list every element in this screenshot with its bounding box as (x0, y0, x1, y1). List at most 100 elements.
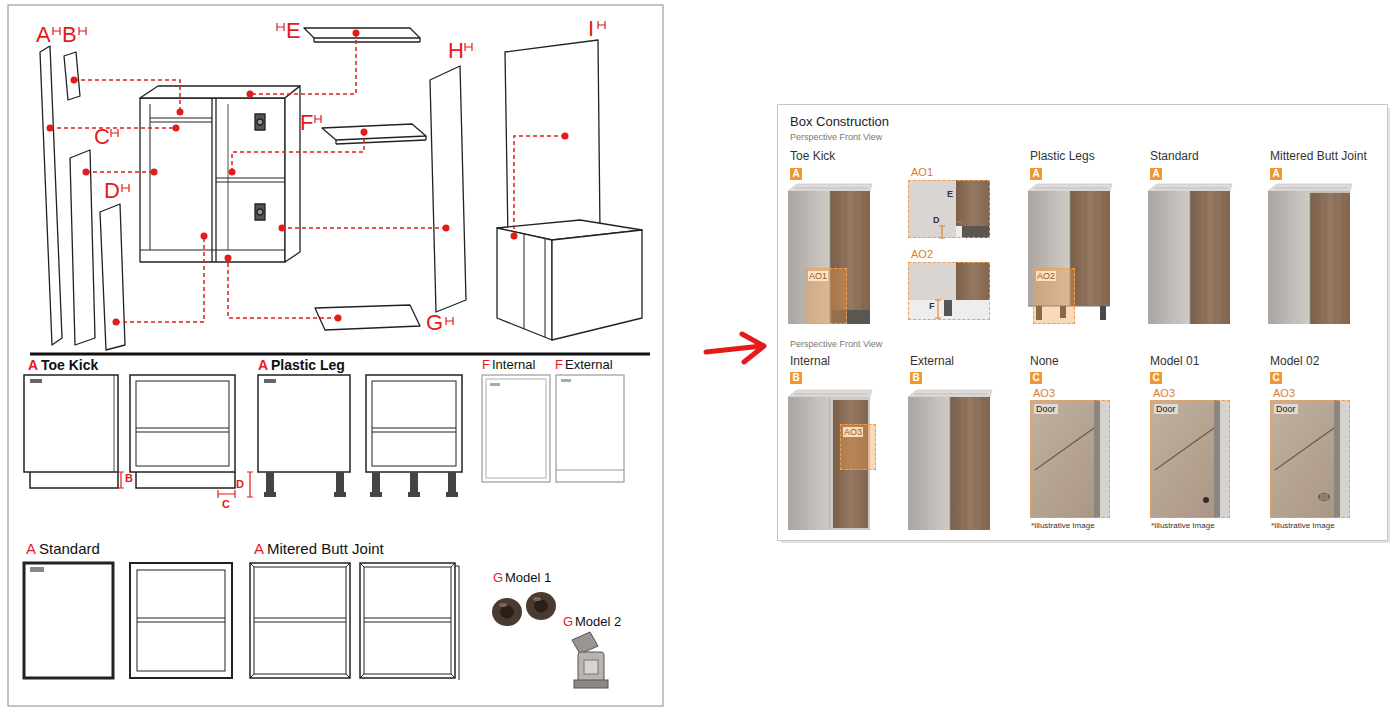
leader-dot (151, 169, 158, 176)
cabinet-exploded (150, 118, 212, 119)
part-letter: I (588, 16, 594, 41)
highlight-callout: AO3 (840, 424, 876, 470)
cabinet-exploded (216, 182, 285, 183)
door-detail (1318, 493, 1330, 501)
exploded-parts (524, 234, 525, 329)
option-heading: Mittered Butt Joint (1270, 150, 1367, 164)
door-fit-drawing (486, 379, 546, 478)
transition-arrow (706, 346, 762, 352)
exploded-parts (505, 40, 600, 240)
joint-drawing (455, 566, 459, 567)
plastic-leg-drawing (366, 375, 462, 472)
exploded-parts (314, 41, 420, 42)
part-letter: C (94, 124, 110, 149)
callout-code: AO3 (1273, 387, 1295, 400)
badge-letter: B (792, 372, 799, 384)
joint-drawing (254, 618, 346, 619)
highlight-callout: AO1 (805, 268, 847, 324)
joint-drawing (130, 563, 232, 678)
dimension-line (247, 472, 253, 497)
option-heading: Model 01 (1150, 355, 1199, 369)
joint-drawing (364, 622, 451, 623)
zoom-callout: AO2F (908, 262, 990, 320)
zoom-detail (908, 262, 990, 320)
plastic-leg (336, 472, 344, 492)
leader-line (514, 136, 565, 236)
badge-letter: C (1152, 372, 1159, 384)
thickness-tick (465, 43, 472, 51)
cabinet-exploded (257, 119, 263, 125)
exploded-parts (40, 28, 642, 350)
joint-drawing (250, 563, 350, 678)
toe-kick-drawing (24, 375, 118, 472)
zoom-detail (908, 180, 956, 238)
option-heading: Standard (1150, 150, 1199, 164)
exploded-parts (100, 204, 125, 350)
plastic-leg (264, 472, 458, 497)
leader-dot (361, 129, 368, 136)
leader-dot (225, 255, 232, 262)
thickness-tick (277, 23, 284, 31)
option-letter: G (563, 615, 573, 630)
thickness-tick (446, 317, 453, 325)
door-fit-drawing (556, 469, 624, 470)
plastic-leg-drawing (264, 379, 276, 383)
catch-model-2 (572, 632, 598, 654)
option-letter: F (555, 358, 563, 373)
leader-line (228, 258, 338, 318)
plastic-leg (266, 472, 274, 492)
dimension-letter: D (933, 215, 940, 225)
divider-line (30, 353, 650, 356)
leader-dot (443, 225, 450, 232)
badge-letter: C (1272, 372, 1279, 384)
detail-caption: Door (1034, 404, 1058, 414)
joint-drawing (137, 618, 225, 619)
callout-code: AO3 (1153, 387, 1175, 400)
door-detail (1270, 400, 1350, 518)
joint-drawing (360, 563, 455, 678)
cabinet-exploded (140, 98, 285, 262)
zoom-detail (908, 262, 956, 300)
option-name: Model 2 (575, 615, 621, 630)
exploded-parts (497, 228, 552, 340)
part-letter: F (300, 110, 313, 135)
leader-dot (511, 233, 518, 240)
cabinet-external (908, 390, 992, 530)
exploded-parts (425, 136, 426, 140)
bumper-model-1 (492, 592, 556, 626)
door-detail (1155, 428, 1214, 470)
zoom-callout: AO3Door*Illustrative Image (1270, 400, 1350, 518)
zoom-detail (908, 180, 990, 238)
cabinet-exploded (255, 204, 265, 220)
option-badge: C (1150, 372, 1162, 384)
highlight-callout: AO2 (1033, 268, 1075, 324)
dimension-letter: C (222, 498, 230, 511)
door-detail (1035, 428, 1094, 470)
callout-code: AO1 (911, 166, 933, 179)
option-badge: B (790, 372, 802, 384)
cabinet-standard (1148, 184, 1232, 324)
option-letter: A (28, 357, 38, 373)
part-letter: H (448, 38, 464, 63)
joint-drawing (254, 622, 346, 623)
option-name: External (565, 358, 613, 373)
cabinet-exploded (140, 86, 300, 98)
door-detail (1150, 400, 1230, 518)
badge-letter: B (912, 372, 919, 384)
leader-line (282, 227, 446, 229)
door-detail (1150, 400, 1230, 518)
option-heading: Toe Kick (790, 150, 835, 164)
door-detail (1270, 400, 1350, 518)
catch-model-2 (584, 660, 598, 674)
plastic-leg-drawing (258, 375, 350, 472)
cabinet-exploded (140, 86, 300, 262)
exploded-parts (552, 230, 642, 340)
leader-dot (177, 109, 184, 116)
leader-line (86, 171, 154, 173)
joint-drawing (137, 570, 225, 671)
zoom-detail (939, 226, 945, 238)
catch-model-2 (574, 680, 608, 688)
cabinet-plastic-legs (1028, 184, 1112, 324)
panel-frame (8, 5, 663, 706)
